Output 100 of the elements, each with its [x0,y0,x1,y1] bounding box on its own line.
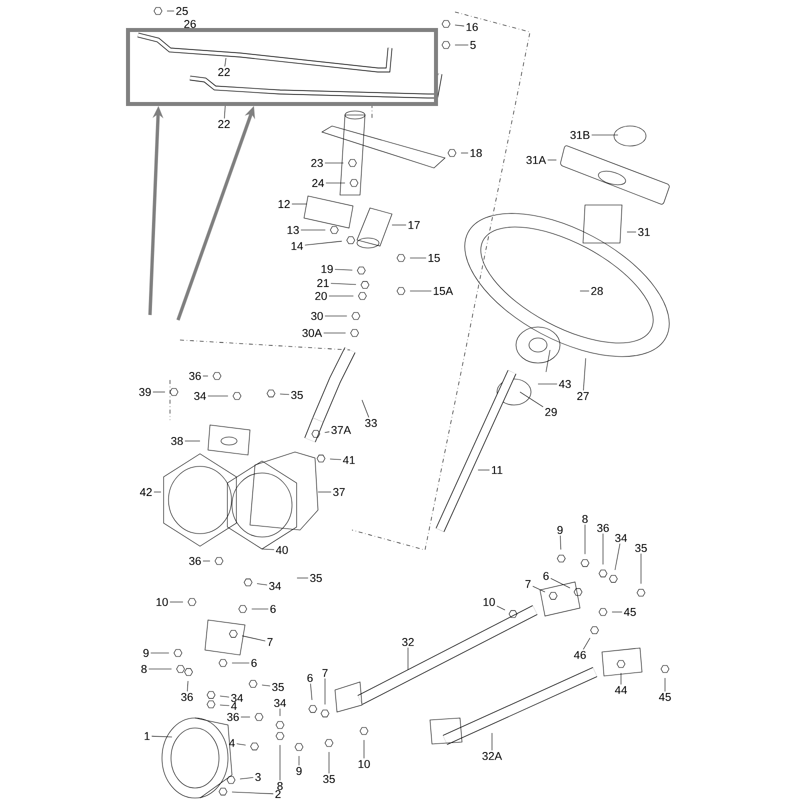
callout-number: 36 [181,693,193,702]
leader-line [454,24,464,26]
callout-number: 9 [296,767,302,776]
callout-number: 34 [274,699,286,708]
callout-number: 44 [614,686,627,694]
callout-number: 30A [302,329,322,337]
callout-number: 28 [591,287,603,295]
callout-number: 30 [311,312,323,320]
callout-number: 10 [358,760,370,768]
callout-number: 42 [140,488,152,496]
callout-number: 16 [466,23,478,31]
leader-line [220,696,230,698]
leader-line [242,636,266,642]
callout-number: 8 [277,782,283,790]
leader-line [580,290,590,292]
leader-line [232,792,274,794]
callout-number: 46 [574,651,586,660]
leader-line [583,638,590,650]
callout-number: 6 [251,659,257,668]
callout-number: 35 [272,683,284,692]
leader-line [224,106,226,119]
callout-number: 21 [317,279,329,287]
callout-number: 10 [484,598,495,606]
callout-number: 14 [292,242,303,250]
callout-number: 8 [582,515,588,524]
leader-line [460,152,468,154]
callout-number: 43 [558,380,571,388]
leader-line [236,743,246,746]
leader-line [262,548,274,550]
callout-number: 7 [322,669,328,677]
leader-line [166,10,174,12]
leader-line [151,736,172,738]
callout-number: 35 [291,391,303,399]
leader-line [304,240,342,246]
leader-line [324,162,344,164]
callout-number: 15 [428,254,440,262]
leader-line [583,358,586,391]
callout-number: 34 [269,582,281,590]
callout-number: 31A [526,156,546,164]
leader-line [550,578,570,588]
callout-number: 6 [270,605,276,614]
leader-line [362,400,370,418]
callout-number: 8 [141,665,147,674]
leader-line [148,668,172,670]
leader-line [240,777,254,780]
leader-line [614,543,620,570]
callout-number: 31 [638,228,650,236]
leader-line [454,44,469,46]
leader-line [532,586,546,592]
leader-line [410,290,432,292]
callout-number: 36 [189,557,201,566]
leader-line [298,756,300,766]
callout-number: 34 [194,392,206,400]
leader-line [324,678,326,705]
callout-number: 35 [635,544,647,552]
callout-number: 36 [227,713,239,722]
leader-line [334,269,353,270]
leader-line [240,716,250,718]
highlight-frame [126,28,438,106]
leader-line [326,182,346,184]
callout-number: 20 [315,292,327,300]
callout-number: 1 [144,732,150,740]
leader-line [640,553,642,584]
leader-line [310,683,312,700]
callout-number: 34 [615,534,627,542]
leader-line [591,134,618,136]
callout-number: 32 [402,638,414,646]
callout-number: 4 [229,739,235,747]
callout-number: 27 [577,392,589,400]
leader-line [256,583,268,586]
callout-number: 45 [658,693,671,701]
callout-number: 4 [231,702,237,710]
callout-number: 17 [408,221,420,229]
callout-number: 19 [322,265,333,273]
callout-number: 22 [218,120,230,128]
callout-number: 31B [570,131,590,139]
callout-number: 24 [312,179,324,187]
leader-line [224,58,226,67]
callout-number: 7 [525,580,531,588]
leader-line [184,440,200,442]
leader-line [202,560,210,562]
callout-number: 36 [597,524,609,532]
leader-line [620,672,622,685]
leader-line [584,524,586,554]
callout-number: 32A [482,752,502,760]
callout-number: 23 [311,159,323,167]
callout-number: 35 [323,775,335,784]
leader-line [520,392,544,408]
leader-line [664,678,666,692]
callout-number: 9 [143,649,149,658]
leader-line [560,535,562,550]
leader-line [280,394,290,395]
callout-number: 25 [176,7,188,15]
callout-number: 37A [331,426,352,434]
leader-line [220,704,230,706]
leader-line [324,432,330,433]
callout-number: 11 [492,466,502,474]
callout-number: 22 [218,68,230,76]
callout-number: 18 [470,149,482,157]
callout-number: 33 [365,419,377,428]
